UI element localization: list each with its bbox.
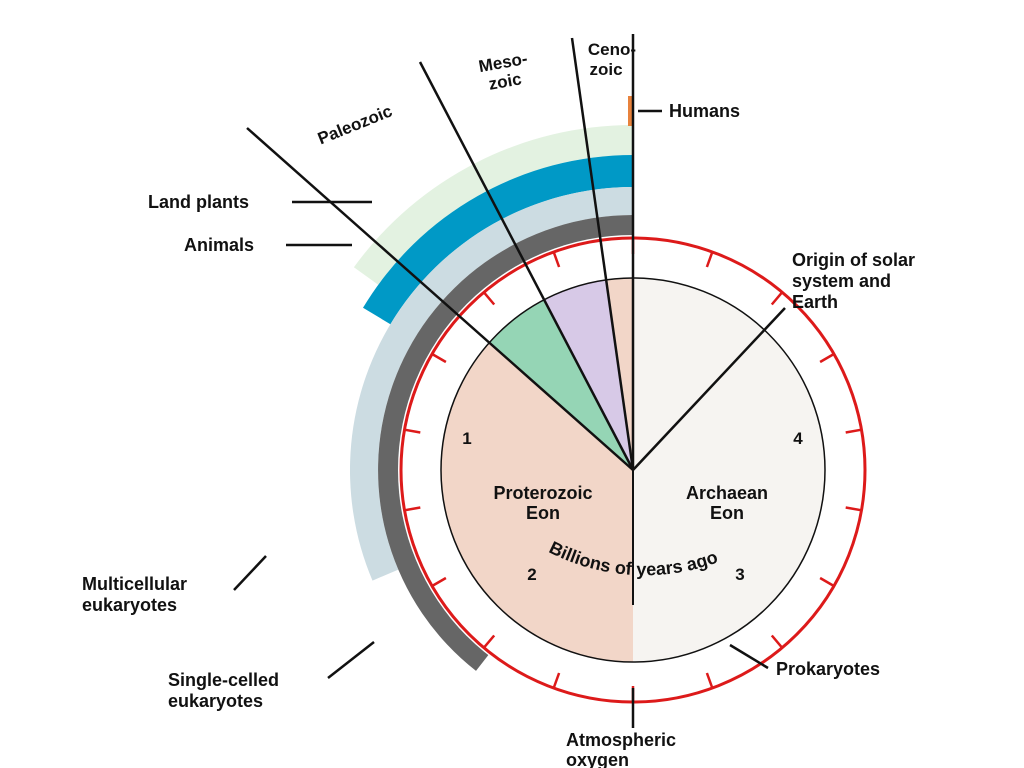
prokaryotes-leader [729,643,769,670]
clock-tick [552,672,561,689]
clock-tick [431,352,447,364]
clock-tick [552,251,561,268]
cenozoic-label-line1: Ceno- [588,40,636,59]
paleozoic-label: Paleozoic [315,101,395,148]
mesozoic-boundary-line [418,61,635,471]
clock-tick [482,634,496,649]
multicellular-leader [233,555,267,591]
animals-band [349,187,633,581]
clock-tick [845,428,862,434]
mesozoic-wedge [544,279,633,470]
tick-label-2: 2 [527,565,536,584]
cenozoic-label-line2: zoic [589,60,622,79]
clock-tick [482,291,496,306]
multicellular-eukaryotes-band [378,215,633,671]
cenozoic-boundary-line [570,37,635,471]
archaean-label-line1: Archaean [686,483,768,503]
archaean-eon-region [633,278,825,662]
humans-label: Humans [669,101,740,121]
tick-label-3: 3 [735,565,744,584]
paleozoic-boundary-line [246,127,634,471]
oxygen-label-line2: oxygen [566,750,629,768]
clock-tick [404,506,421,512]
land-plants-band [363,155,633,325]
clock-tick [404,428,421,434]
land-plants-label: Land plants [148,192,249,212]
clock-tick [819,352,835,364]
paleozoic-wedge [489,299,633,470]
single-celled-label-line1: Single-celled [168,670,279,690]
origin-label-line2: system and [792,271,891,291]
tick-label-1: 1 [462,429,471,448]
multicellular-label-line1: Multicellular [82,574,187,594]
origin-line [632,307,786,471]
proterozoic-label-line2: Eon [526,503,560,523]
oxygen-label-line1: Atmospheric [566,730,676,750]
clock-tick [431,576,447,588]
clock-tick [819,576,835,588]
clock-tick [705,251,714,268]
humans-marker [628,96,633,126]
clock-tick [770,634,784,649]
tick-label-4: 4 [793,429,803,448]
archaean-label-line2: Eon [710,503,744,523]
proterozoic-label-line1: Proterozoic [493,483,592,503]
clock-tick [770,291,784,306]
clock-tick [705,672,714,689]
prokaryotes-label: Prokaryotes [776,659,880,679]
animals-label: Animals [184,235,254,255]
origin-label-line3: Earth [792,292,838,312]
multicellular-label-line2: eukaryotes [82,595,177,615]
paleozoic-band [353,125,633,285]
single-celled-leader [327,641,375,679]
clock-ticks [404,238,862,702]
origin-label-line1: Origin of solar [792,250,915,270]
clock-tick [845,506,862,512]
single-celled-label-line2: eukaryotes [168,691,263,711]
